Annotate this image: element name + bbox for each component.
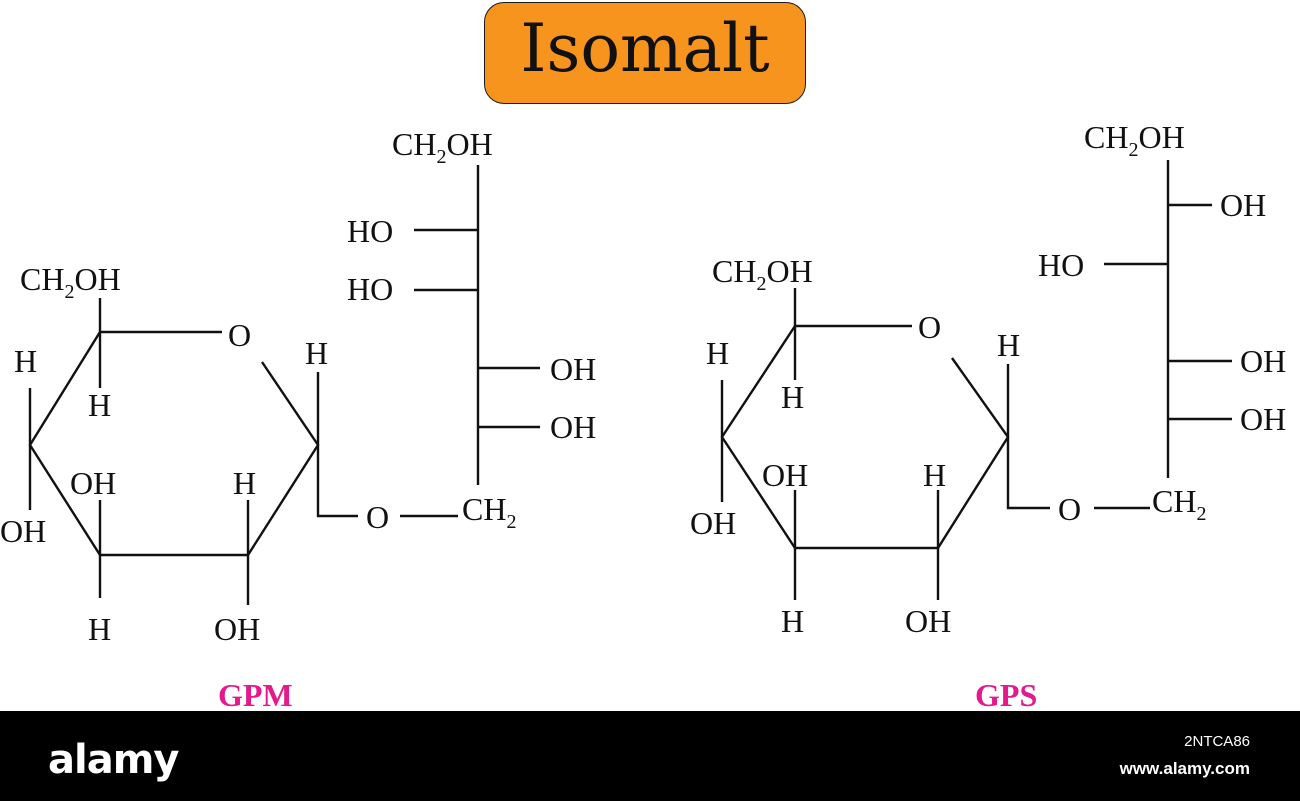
gps-h-label: H [923,457,946,493]
gps-structure: O CH2OH H H OH OH H H OH H O CH2 CH2OH O… [690,119,1286,713]
gpm-h-label: H [88,387,111,423]
gpm-ring-o-label: O [228,317,251,353]
gpm-top-ch2oh-label: CH2OH [392,126,493,168]
gpm-ring-bond [28,330,320,557]
gpm-oh-label: OH [550,351,596,387]
gps-h-label: H [997,327,1020,363]
watermark-footer: alamy 2NTCA86 www.alamy.com [0,711,1300,801]
gpm-bond [316,445,358,518]
gps-ring-bond [720,324,1010,550]
gps-oh-label: OH [1240,401,1286,437]
gpm-name: GPM [218,677,293,711]
gpm-ch2oh-label: CH2OH [20,261,121,303]
gps-oh-label: OH [1240,343,1286,379]
diagram-title: Isomalt [520,10,770,87]
gpm-ho-label: HO [347,213,393,249]
gps-oh-label: OH [762,457,808,493]
gpm-oh-label: OH [70,465,116,501]
gpm-oh-label: OH [0,513,46,549]
brand-logo: alamy [48,737,179,783]
site-url: www.alamy.com [1119,759,1250,778]
gpm-h-label: H [305,335,328,371]
gps-ch2-label: CH2 [1152,483,1206,525]
gps-top-ch2oh-label: CH2OH [1084,119,1185,161]
gpm-link-o-label: O [366,499,389,535]
gpm-h-label: H [233,465,256,501]
title-box: Isomalt [484,2,806,104]
gps-link-o-label: O [1058,491,1081,527]
gps-oh-label: OH [1220,187,1266,223]
gps-h-label: H [781,603,804,639]
gpm-h-label: H [14,343,37,379]
gpm-ch2-label: CH2 [462,491,516,533]
gps-oh-label: OH [905,603,951,639]
gpm-h-label: H [88,611,111,647]
gpm-ho-label: HO [347,271,393,307]
gps-oh-label: OH [690,505,736,541]
gps-name: GPS [975,677,1037,711]
gps-ch2oh-label: CH2OH [712,253,813,295]
gps-ring-o-label: O [918,309,941,345]
gpm-structure: O CH2OH H H OH OH H H OH H O CH2 CH2OH H… [0,126,596,713]
diagram-canvas: Isomalt [0,2,1286,713]
image-code: 2NTCA86 [1184,733,1250,750]
gps-bond [1006,437,1050,510]
structure-svg: O CH2OH H H OH OH H H OH H O CH2 CH2OH H… [0,119,1286,713]
gpm-oh-label: OH [550,409,596,445]
gps-h-label: H [706,335,729,371]
gpm-oh-label: OH [214,611,260,647]
gps-ho-label: HO [1038,247,1084,283]
gps-h-label: H [781,379,804,415]
